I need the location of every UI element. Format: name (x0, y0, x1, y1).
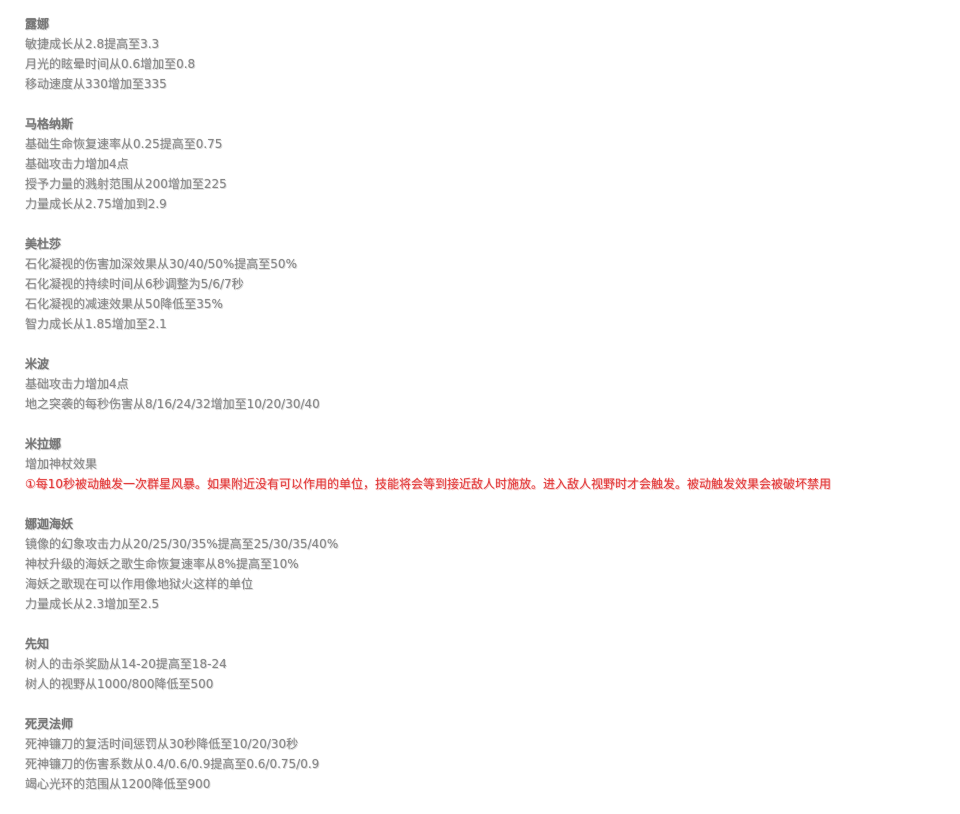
hero-section-naga-siren: 娜迦海妖 镜像的幻象攻击力从20/25/30/35%提高至25/30/35/40… (25, 514, 945, 614)
hero-name: 美杜莎 (25, 237, 62, 251)
change-line: 石化凝视的减速效果从50降低至35% (25, 297, 223, 311)
change-line: 敏捷成长从2.8提高至3.3 (25, 37, 160, 51)
change-line: 树人的视野从1000/800降低至500 (25, 677, 214, 691)
hero-section-necrophos: 死灵法师 死神镰刀的复活时间惩罚从30秒降低至10/20/30秒 死神镰刀的伤害… (25, 714, 945, 794)
hero-name: 先知 (25, 637, 50, 651)
hero-name: 马格纳斯 (25, 117, 74, 131)
change-line: 死神镰刀的复活时间惩罚从30秒降低至10/20/30秒 (25, 737, 299, 751)
change-line: 移动速度从330增加至335 (25, 77, 167, 91)
hero-section-medusa: 美杜莎 石化凝视的伤害加深效果从30/40/50%提高至50% 石化凝视的持续时… (25, 234, 945, 334)
change-line: 力量成长从2.3增加至2.5 (25, 597, 160, 611)
change-line: 竭心光环的范围从1200降低至900 (25, 777, 211, 791)
change-line: 基础攻击力增加4点 (25, 377, 129, 391)
hero-name: 米波 (25, 357, 50, 371)
change-line: 力量成长从2.75增加到2.9 (25, 197, 167, 211)
hero-section-meepo: 米波 基础攻击力增加4点 地之突袭的每秒伤害从8/16/24/32增加至10/2… (25, 354, 945, 414)
hero-name: 死灵法师 (25, 717, 74, 731)
change-line: 增加神杖效果 (25, 457, 98, 471)
patch-notes: 露娜 敏捷成长从2.8提高至3.3 月光的眩晕时间从0.6增加至0.8 移动速度… (25, 14, 945, 814)
change-line: 海妖之歌现在可以作用像地狱火这样的单位 (25, 577, 254, 591)
hero-name: 米拉娜 (25, 437, 62, 451)
change-line: 石化凝视的持续时间从6秒调整为5/6/7秒 (25, 277, 244, 291)
change-line: 基础生命恢复速率从0.25提高至0.75 (25, 137, 223, 151)
hero-section-mirana: 米拉娜 增加神杖效果 ①每10秒被动触发一次群星风暴。如果附近没有可以作用的单位… (25, 434, 945, 494)
hero-name: 娜迦海妖 (25, 517, 74, 531)
change-line: 授予力量的溅射范围从200增加至225 (25, 177, 227, 191)
change-line: 基础攻击力增加4点 (25, 157, 129, 171)
scepter-note: ①每10秒被动触发一次群星风暴。如果附近没有可以作用的单位，技能将会等到接近敌人… (25, 477, 832, 491)
change-line: 石化凝视的伤害加深效果从30/40/50%提高至50% (25, 257, 297, 271)
hero-section-natures-prophet: 先知 树人的击杀奖励从14-20提高至18-24 树人的视野从1000/800降… (25, 634, 945, 694)
change-line: 月光的眩晕时间从0.6增加至0.8 (25, 57, 196, 71)
change-line: 树人的击杀奖励从14-20提高至18-24 (25, 657, 227, 671)
change-line: 镜像的幻象攻击力从20/25/30/35%提高至25/30/35/40% (25, 537, 339, 551)
change-line: 智力成长从1.85增加至2.1 (25, 317, 167, 331)
hero-section-magnus: 马格纳斯 基础生命恢复速率从0.25提高至0.75 基础攻击力增加4点 授予力量… (25, 114, 945, 214)
change-line: 地之突袭的每秒伤害从8/16/24/32增加至10/20/30/40 (25, 397, 320, 411)
hero-section-luna: 露娜 敏捷成长从2.8提高至3.3 月光的眩晕时间从0.6增加至0.8 移动速度… (25, 14, 945, 94)
hero-name: 露娜 (25, 17, 50, 31)
change-line: 神杖升级的海妖之歌生命恢复速率从8%提高至10% (25, 557, 299, 571)
change-line: 死神镰刀的伤害系数从0.4/0.6/0.9提高至0.6/0.75/0.9 (25, 757, 320, 771)
